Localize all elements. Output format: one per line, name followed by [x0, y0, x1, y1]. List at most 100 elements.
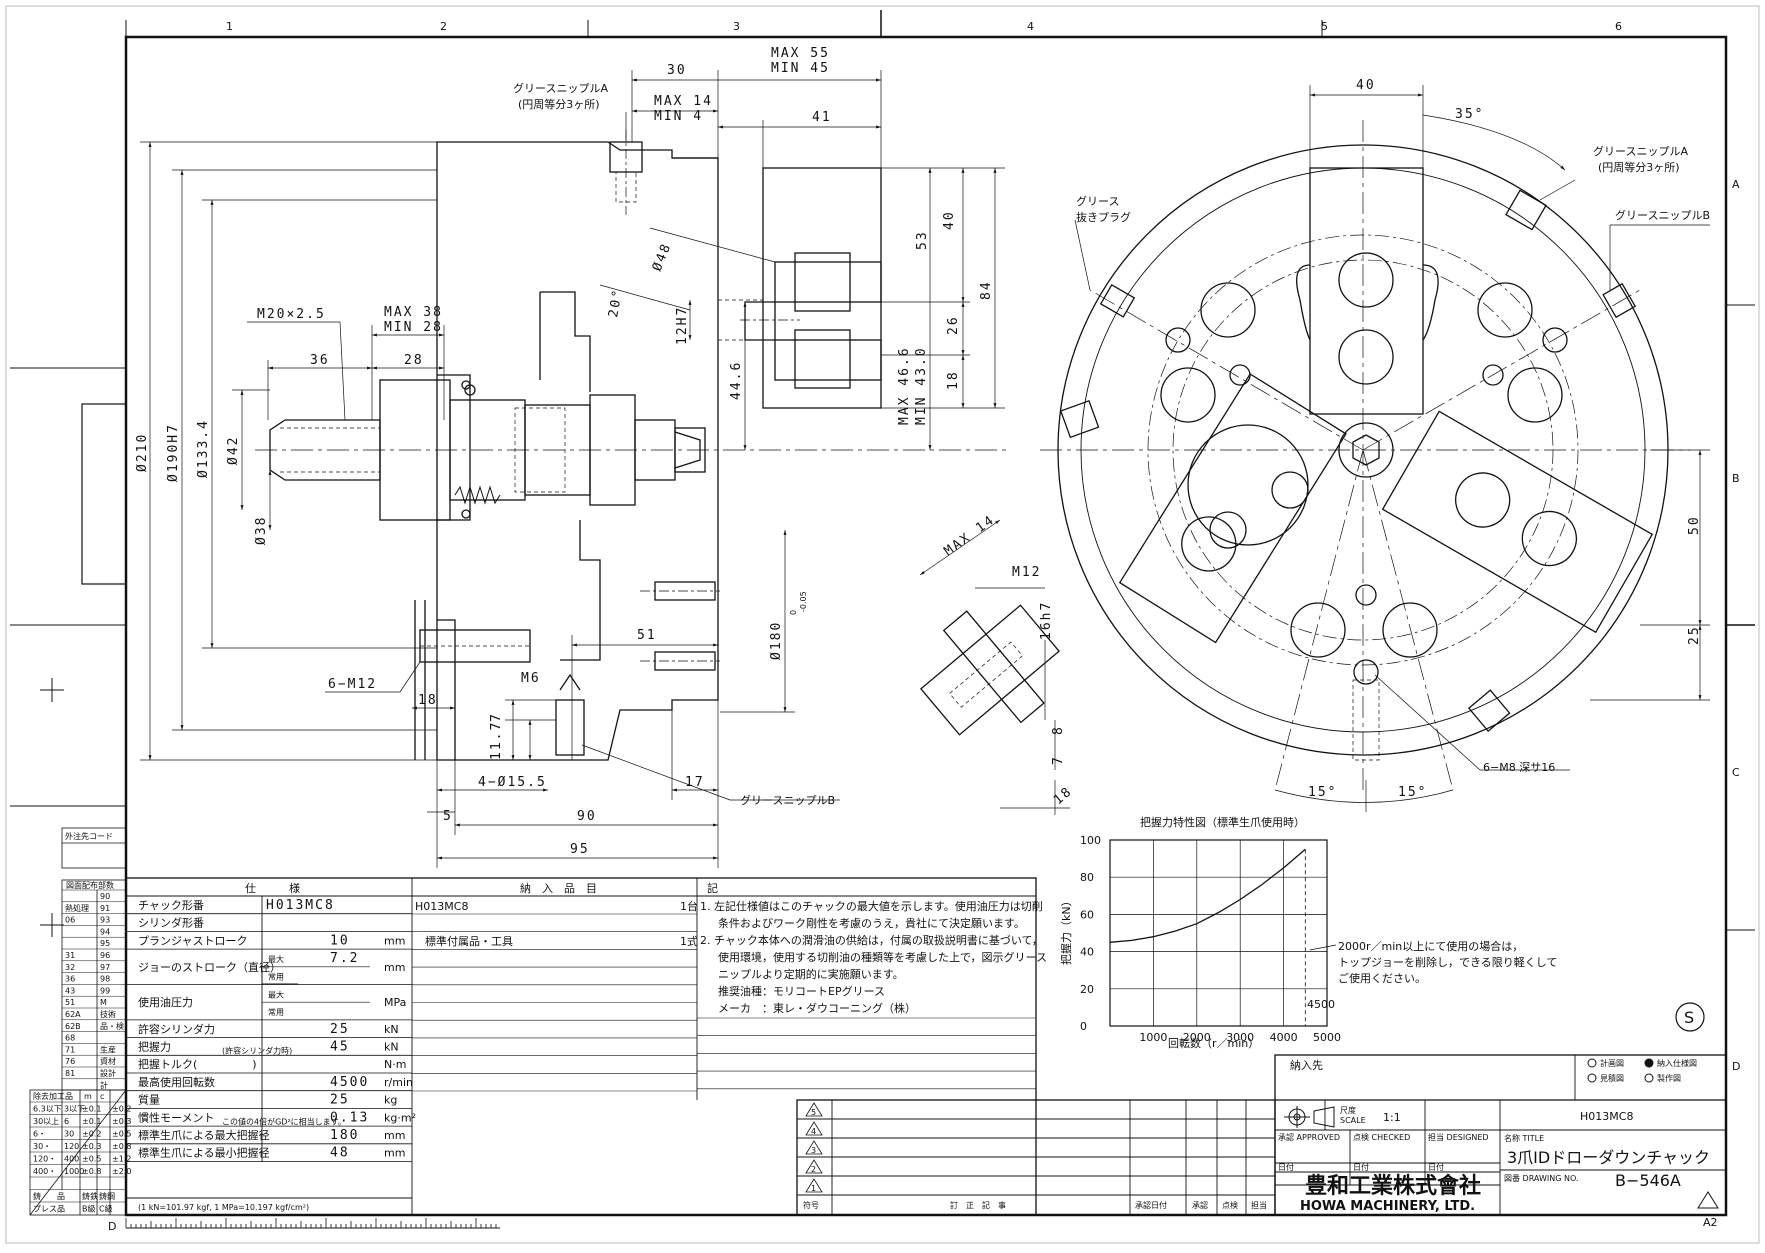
rev-col-designer: 担当 [1251, 1200, 1267, 1210]
dim-53: 53 [915, 230, 930, 250]
spec-row-value: 7.2 [330, 951, 359, 966]
process-table-cell: ±0.5 [82, 1155, 101, 1164]
customer-label: 納入先 [1290, 1059, 1323, 1072]
dim-jaw-8: 8 [1051, 725, 1066, 735]
process-table-cell: プレス品 [33, 1205, 65, 1214]
dim-max466: MAX 46.6 [897, 346, 912, 425]
zone-col-5: 5 [1321, 20, 1328, 33]
note-line-5: ニップルより定期的に実施願います。 [718, 967, 904, 981]
process-table-cell: ±0.2 [112, 1105, 131, 1114]
dim-phi42: Ø42 [226, 436, 241, 465]
process-table-cell: B級 [82, 1204, 96, 1214]
spec-row-label-small: (許容シリンダ力時) [222, 1045, 292, 1055]
dim-7: 7 [489, 712, 504, 722]
zone-bottom-d: D [108, 1220, 116, 1233]
title-name-label: 名称 TITLE [1504, 1133, 1544, 1143]
label-6-m8: 6−M8 深サ16 [1483, 761, 1555, 774]
process-table-cell: 鋳鉄 [82, 1191, 98, 1201]
spec-row-unit: r/min [384, 1076, 413, 1089]
zone-col-3: 3 [733, 20, 740, 33]
left-table-text: 外注先コード 図面配布部数 除去加工品 m c [33, 831, 114, 1101]
dim-95: 95 [570, 842, 590, 857]
graph-series [1109, 848, 1337, 1026]
label-m6: M6 [521, 671, 541, 686]
dim-18: 18 [946, 370, 961, 390]
left-table-cell: 71 [65, 1045, 75, 1054]
zone-col-1: 1 [226, 20, 233, 33]
spec-row-label: 把握力 [138, 1039, 171, 1053]
dim-17: 17 [685, 775, 705, 790]
side-view-dimensions [140, 70, 1005, 868]
note-line-4: 使用環境，使用する切削油の種類等を考慮した上で，図示グリース [718, 950, 1047, 964]
label-grease-plug-2: 抜きプラグ [1076, 210, 1131, 224]
delivery-item-2: 標準付属品・工具 [425, 934, 513, 948]
delivery-item-1: H013MC8 [415, 900, 468, 913]
front-view-labels: 40 35° グリースニップルA (円周等分3ヶ所) グリース 抜きプラグ グリ… [1076, 78, 1710, 800]
process-table-cell: ±0.8 [112, 1142, 131, 1151]
dim-26: 26 [946, 315, 961, 335]
grip-force-graph: 把握力特性図（標準生爪使用時） 把握力（kN） 回転数（r／min） 02040… [1059, 815, 1705, 1050]
label-jaw-m12: M12 [1012, 565, 1041, 580]
process-table-cell: ±0.2 [82, 1130, 101, 1139]
graph-ytick: 20 [1080, 983, 1094, 996]
graph-xlabel: 回転数（r／min） [1168, 1037, 1259, 1050]
label-grease-nipple-a: グリースニップルA [513, 81, 608, 95]
left-table-cell: 91 [100, 904, 110, 913]
label-grease-nipple-a-note: (円周等分3ヶ所) [518, 97, 600, 111]
left-table-cell: 技術 [100, 1009, 116, 1019]
dim-36: 36 [310, 353, 330, 368]
process-table-cell: 400 [64, 1155, 79, 1164]
left-table-cell: 98 [100, 975, 110, 984]
scale-symbol [1284, 1106, 1335, 1128]
spec-row-value: 25 [330, 1022, 350, 1037]
dim-25: 25 [1687, 625, 1702, 645]
revision-mark-label: 5 [811, 1108, 816, 1117]
dim-jaw-7: 7 [1051, 755, 1066, 765]
process-table-cell: ±0.5 [112, 1130, 131, 1139]
left-table-cell: 06 [65, 916, 75, 925]
spec-header: 仕 様 [245, 881, 300, 895]
left-table-cell: 93 [100, 916, 110, 925]
zone-col-4: 4 [1027, 20, 1034, 33]
check-estimate: 見積図 [1600, 1073, 1624, 1083]
graph-xtick: 3000 [1226, 1031, 1254, 1044]
graph-title: 把握力特性図（標準生爪使用時） [1140, 815, 1305, 829]
process-table-cell: 3以下 [64, 1105, 85, 1114]
scale-label: 尺度 [1340, 1105, 1356, 1115]
left-table-cell: 51 [65, 998, 75, 1007]
spec-row-label: プランジャストローク [138, 934, 247, 947]
spec-row-unit: mm [384, 1129, 405, 1142]
checked-label: 点検 CHECKED [1353, 1132, 1410, 1142]
part-number: H013MC8 [1580, 1110, 1633, 1123]
left-table-cell: 62A [65, 1010, 81, 1019]
check-circles [1587, 1058, 1654, 1083]
dim-11-7: 11.7 [489, 721, 504, 760]
spec-row-value: H013MC8 [266, 898, 335, 913]
rev-col-mark: 符号 [803, 1200, 819, 1210]
note-line-6: 推奨油種：モリコートEPグリース [718, 984, 885, 998]
revision-mark-label: 4 [811, 1127, 816, 1136]
dim-phi180-tol-upper: 0 [789, 610, 798, 615]
spec-row-value: 4500 [330, 1075, 369, 1090]
spec-row-label: 質量 [138, 1093, 160, 1107]
sheet-frame [5, 5, 1760, 1244]
zone-col-2: 2 [440, 20, 447, 33]
process-table-cell: C級 [99, 1204, 113, 1214]
designed-label: 担当 DESIGNED [1428, 1132, 1489, 1142]
spec-row-label-small: この値の4倍がGD²に相当します。 [222, 1116, 346, 1126]
spec-row-label: 許容シリンダ力 [138, 1022, 215, 1036]
process-table-cell: 120 [64, 1142, 79, 1151]
dim-51: 51 [637, 628, 657, 643]
company-name-jp: 豊和工業株式會社 [1305, 1173, 1481, 1199]
left-table-cell: 81 [65, 1069, 75, 1078]
process-header-3: c [100, 1092, 104, 1101]
left-table-cell: 90 [100, 892, 110, 901]
dim-40-top: 40 [1356, 78, 1376, 93]
spec-row-unit: kN [384, 1023, 399, 1036]
spec-row-value: 25 [330, 1093, 350, 1108]
check-production: 製作図 [1657, 1073, 1681, 1083]
left-table-cell: 熱処理 [65, 903, 89, 913]
dim-max38: MAX 38 [384, 305, 443, 320]
dim-min430: MIN 43.0 [914, 346, 929, 425]
